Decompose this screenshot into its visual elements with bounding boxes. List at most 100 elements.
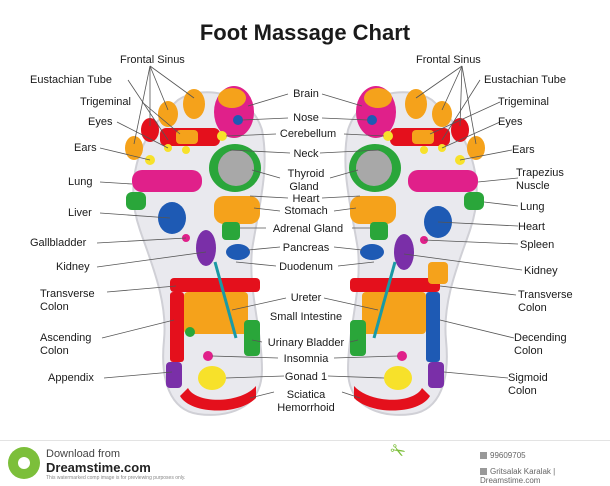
label-right-trigeminal: Trigeminal [498, 96, 549, 108]
left-toe-3 [158, 101, 178, 127]
label-sciatica: Sciatica [287, 389, 326, 401]
label-urinary-bladder: Urinary Bladder [268, 337, 345, 349]
label-thyroid-1: Thyroid [288, 168, 325, 180]
label-adrenal: Adrenal Gland [273, 223, 343, 235]
left-pancreas [226, 244, 250, 260]
label-right-frontal-sinus: Frontal Sinus [416, 54, 481, 66]
label-left-gallbladder: Gallbladder [30, 237, 87, 249]
image-id-value: 99609705 [490, 451, 526, 460]
label-right-eustachian-tube: Eustachian Tube [484, 74, 566, 86]
left-gonad [198, 366, 226, 390]
right-kidney [394, 234, 414, 270]
label-right-trapezius-2: Nuscle [516, 180, 550, 192]
left-thyroid-grey [218, 150, 254, 186]
label-duodenum: Duodenum [279, 261, 333, 273]
label-left-frontal-sinus: Frontal Sinus [120, 54, 185, 66]
label-pancreas: Pancreas [283, 242, 330, 254]
right-insomnia-point [397, 351, 407, 361]
left-kidney [196, 230, 216, 266]
right-nose-point [367, 115, 377, 125]
foot-diagram: Frontal Sinus Eustachian Tube Trigeminal… [30, 54, 573, 416]
left-toe-4 [141, 118, 159, 142]
left-foot [125, 86, 266, 416]
image-id: 99609705 [480, 451, 526, 460]
dreamstime-logo-icon [8, 447, 40, 479]
label-right-decending-colon-1: Decending [514, 332, 567, 344]
label-nose: Nose [293, 112, 319, 124]
right-toe-2 [405, 89, 427, 119]
label-right-transverse-colon-2: Colon [518, 302, 547, 314]
download-from-text: Download from [46, 448, 120, 460]
label-right-sigmoid-colon-2: Colon [508, 385, 537, 397]
label-ureter: Ureter [291, 292, 322, 304]
watermark-footer: Download from Dreamstime.com This waterm… [0, 438, 610, 486]
left-toe-5 [125, 136, 143, 160]
left-adrenal [222, 222, 240, 240]
label-small-intestine: Small Intestine [270, 311, 342, 323]
leader-lines [96, 65, 523, 399]
right-transverse-colon [350, 278, 440, 292]
left-toe-band-inner [176, 130, 198, 144]
right-eye-point-2 [420, 146, 428, 154]
brand-link[interactable]: Dreamstime.com [46, 460, 151, 475]
right-ureter [372, 261, 397, 339]
label-left-appendix: Appendix [48, 372, 94, 384]
right-decending-colon [426, 292, 440, 362]
right-cerebellum-point [383, 131, 393, 141]
left-insomnia-point [203, 351, 213, 361]
right-adrenal [370, 222, 388, 240]
watermark-notice: This watermarked comp image is for previ… [46, 475, 186, 481]
left-lung-zone [132, 170, 202, 192]
label-left-transverse-colon-1: Transverse [40, 288, 95, 300]
label-left-kidney: Kidney [56, 261, 90, 273]
right-side-green [350, 320, 366, 356]
right-big-toe-tip [364, 88, 392, 108]
label-right-lung: Lung [520, 201, 544, 213]
label-hemorrhoid: Hemorrhoid [277, 402, 334, 414]
right-stomach [350, 196, 396, 224]
label-right-trapezius-1: Trapezius [516, 167, 564, 179]
left-big-toe-tip [218, 88, 246, 108]
label-left-ascending-colon-2: Colon [40, 345, 69, 357]
left-stomach [214, 196, 260, 224]
left-transverse-colon [170, 278, 260, 292]
label-right-ears: Ears [512, 144, 535, 156]
label-left-eustachian-tube: Eustachian Tube [30, 74, 112, 86]
right-small-intestine [362, 292, 426, 334]
scissors-icon: ✂ [386, 438, 410, 464]
label-left-eyes: Eyes [88, 116, 113, 128]
label-right-decending-colon-2: Colon [514, 345, 543, 357]
left-ascending-point [185, 327, 195, 337]
left-ascending-colon [170, 292, 184, 362]
left-liver [158, 202, 186, 234]
right-thyroid-grey [356, 150, 392, 186]
right-toe-band-inner [412, 130, 434, 144]
label-right-sigmoid-colon-1: Sigmoid [508, 372, 548, 384]
label-neck: Neck [293, 148, 319, 160]
label-left-ears: Ears [74, 142, 97, 154]
left-ureter [213, 261, 238, 339]
right-colon-orange [428, 262, 448, 284]
left-lung-green [126, 192, 146, 210]
label-insomnia: Insomnia [284, 353, 330, 365]
right-toe-3 [432, 101, 452, 127]
right-pancreas [360, 244, 384, 260]
right-sigmoid-colon [428, 362, 444, 388]
left-side-green [244, 320, 260, 356]
left-labels: Frontal Sinus Eustachian Tube Trigeminal… [30, 54, 185, 384]
right-toe-4 [451, 118, 469, 142]
label-stomach: Stomach [284, 205, 327, 217]
label-right-heart: Heart [518, 221, 545, 233]
right-trapezius-zone [408, 170, 478, 192]
author-credit-value: Gritsalak Karalak | Dreamstime.com [480, 467, 556, 485]
label-right-kidney: Kidney [524, 265, 558, 277]
right-heel-sciatica [354, 386, 430, 411]
center-labels: Brain Nose Cerebellum Neck Thyroid Gland… [268, 88, 345, 414]
left-small-intestine [184, 292, 248, 334]
left-appendix [166, 362, 182, 388]
label-heart: Heart [293, 193, 320, 205]
left-nose-point [233, 115, 243, 125]
author-credit: Gritsalak Karalak | Dreamstime.com [480, 467, 610, 485]
left-heel-sciatica [180, 386, 256, 411]
